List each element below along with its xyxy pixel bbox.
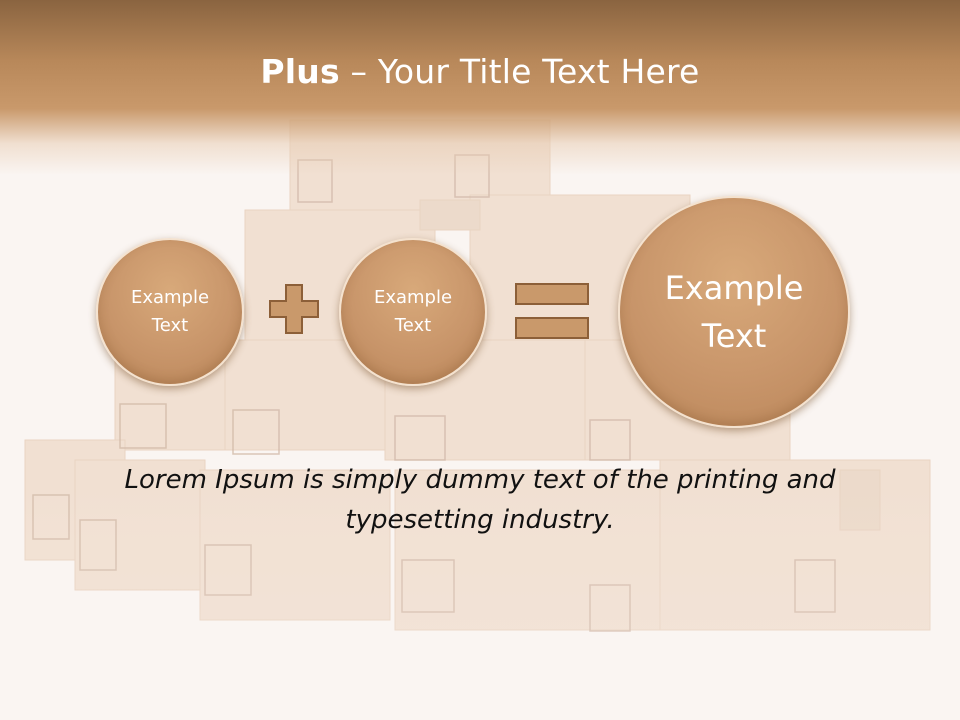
title-bold: Plus xyxy=(260,52,340,91)
circle-1: Example Text xyxy=(96,238,244,386)
circle-3-label: Example Text xyxy=(664,269,804,355)
circle-3: Example Text xyxy=(618,196,850,428)
circle-2: Example Text xyxy=(339,238,487,386)
equals-icon xyxy=(515,283,589,339)
body-text: Lorem Ipsum is simply dummy text of the … xyxy=(124,465,836,535)
circle-1-label: Example Text xyxy=(130,287,210,336)
circle-2-label: Example Text xyxy=(373,287,453,336)
plus-icon xyxy=(269,284,319,334)
slide-title: Plus – Your Title Text Here xyxy=(0,52,960,91)
title-band xyxy=(0,0,960,175)
title-rest: – Your Title Text Here xyxy=(339,52,700,91)
